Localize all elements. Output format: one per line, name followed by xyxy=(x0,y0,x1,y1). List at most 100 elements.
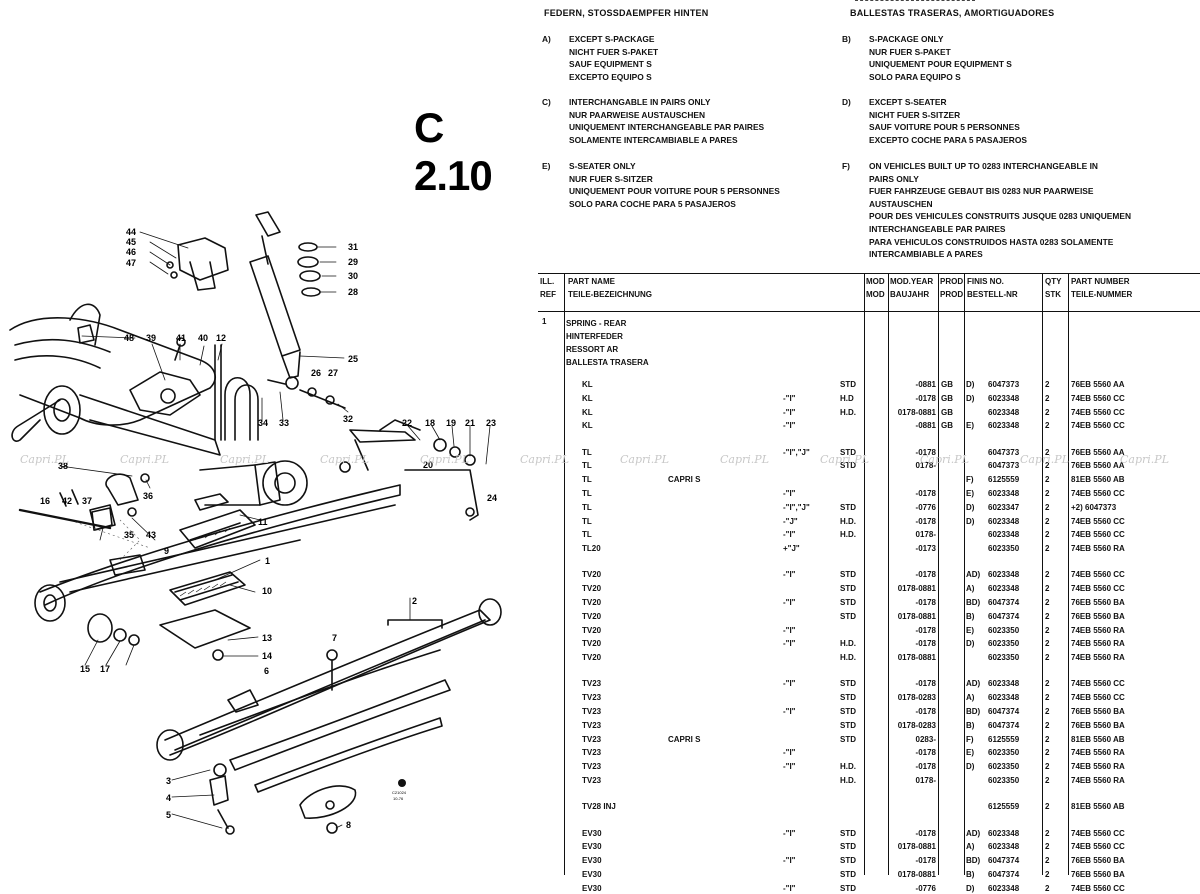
cell-mod-year: -0881 xyxy=(915,380,936,389)
cell-mod: H.D. xyxy=(840,516,856,526)
cell-note: B) xyxy=(966,611,975,621)
cell-finis: 6023348 xyxy=(988,516,1020,526)
cell-note: E) xyxy=(966,748,974,758)
cell-part-number: 74EB 5560 CC xyxy=(1071,679,1125,689)
callout-42: 42 xyxy=(62,496,73,506)
cell-marker: -"I" xyxy=(783,707,796,717)
cell-part-number: 81EB 5560 AB xyxy=(1071,802,1125,812)
cell-mod: STD xyxy=(840,869,856,879)
callout-47: 47 xyxy=(126,258,137,268)
cell-marker: -"I" xyxy=(783,489,796,499)
cell-mod-year: -0178 xyxy=(915,489,936,499)
cell-marker: -"J" xyxy=(783,516,798,526)
cell-model: TV23 xyxy=(582,693,602,703)
note-key: E) xyxy=(542,161,551,171)
callout-44: 44 xyxy=(126,227,137,237)
cell-mod: STD xyxy=(840,611,856,621)
cell-model: KL xyxy=(582,407,593,417)
cell-prod: GB xyxy=(941,421,953,431)
callout-31: 31 xyxy=(348,242,359,252)
col-divider xyxy=(564,273,565,875)
callout-40: 40 xyxy=(198,333,209,343)
cell-mod: STD xyxy=(840,461,856,471)
cell-note: B) xyxy=(966,720,975,730)
cell-model: TL xyxy=(582,475,592,485)
cell-mod-year: -0173 xyxy=(915,544,936,554)
cell-part-number: 74EB 5560 CC xyxy=(1071,516,1125,526)
cell-qty: 2 xyxy=(1045,639,1050,649)
cell-mod-year: -0178 xyxy=(915,516,936,526)
callout-15: 15 xyxy=(80,664,91,674)
cell-marker: -"I" xyxy=(783,828,796,838)
cell-model: TV23 xyxy=(582,720,602,730)
col-divider xyxy=(888,273,889,875)
cell-note: AD) xyxy=(966,679,981,689)
cell-mod-year: -0178 xyxy=(915,679,936,689)
cell-part-number: 74EB 5560 RA xyxy=(1071,544,1125,554)
cell-mod: STD xyxy=(840,598,856,608)
cell-finis: 6023348 xyxy=(988,530,1020,540)
note-line: S-SEATER ONLY xyxy=(569,161,636,171)
cell-finis: 6047373 xyxy=(988,447,1020,457)
cell-finis: 6023348 xyxy=(988,679,1020,689)
cell-part-number: 76EB 5560 BA xyxy=(1071,856,1125,866)
cell-note: D) xyxy=(966,502,975,512)
cell-qty: 2 xyxy=(1045,584,1050,594)
cell-marker: -"I" xyxy=(783,748,796,758)
cell-qty: 2 xyxy=(1045,883,1050,893)
cell-part-number: 74EB 5560 CC xyxy=(1071,842,1125,852)
note-line: EXCEPTO COCHE PARA 5 PASAJEROS xyxy=(869,134,1027,145)
note-line: SAUF VOITURE POUR 5 PERSONNES xyxy=(869,122,1020,133)
cell-finis: 6023348 xyxy=(988,570,1020,580)
cell-mod: H.D. xyxy=(840,653,856,663)
cell-prod: GB xyxy=(941,380,953,389)
note-line: FUER FAHRZEUGE GEBAUT BIS 0283 NUR PAARW… xyxy=(869,186,1094,197)
cell-finis: 6023348 xyxy=(988,407,1020,417)
callout-4: 4 xyxy=(166,793,172,803)
cell-note: D) xyxy=(966,393,975,403)
cell-note: D) xyxy=(966,639,975,649)
cell-model: TL xyxy=(582,502,592,512)
cell-qty: 2 xyxy=(1045,530,1050,540)
cell-model: EV30 xyxy=(582,883,602,893)
cell-qty: 2 xyxy=(1045,828,1050,838)
page-code: C 2.10 xyxy=(414,104,493,199)
cell-part-number: 74EB 5560 CC xyxy=(1071,883,1125,893)
cell-model: KL xyxy=(582,380,593,389)
note-line: EXCEPT S-SEATER xyxy=(869,97,947,107)
cell-note: E) xyxy=(966,489,974,499)
note-line: NUR PAARWEISE AUSTAUSCHEN xyxy=(569,109,706,120)
cell-marker: -"I" xyxy=(783,639,796,649)
cell-note: AD) xyxy=(966,828,981,838)
cell-mod-year: 0283- xyxy=(915,734,936,744)
cell-marker: -"I" xyxy=(783,598,796,608)
callout-12: 12 xyxy=(216,333,227,343)
note-line: NUR FUER S-PAKET xyxy=(869,46,951,57)
callout-7: 7 xyxy=(332,633,338,643)
cell-mod: H.D. xyxy=(840,407,856,417)
callout-18: 18 xyxy=(425,418,436,428)
cell-qty: 2 xyxy=(1045,380,1050,389)
cell-model: TL20 xyxy=(582,544,601,554)
note-line: EXCEPT S-PACKAGE xyxy=(569,34,655,44)
cell-note: BD) xyxy=(966,707,981,717)
note-line: UNIQUEMENT POUR VOITURE POUR 5 PERSONNES xyxy=(569,186,780,197)
callout-17: 17 xyxy=(100,664,111,674)
cell-part-number: 76EB 5560 BA xyxy=(1071,707,1125,717)
callout-45: 45 xyxy=(126,237,137,247)
callout-21: 21 xyxy=(465,418,476,428)
cell-part-number: 74EB 5560 CC xyxy=(1071,489,1125,499)
cell-finis: 6023348 xyxy=(988,883,1020,893)
callout-1: 1 xyxy=(265,556,271,566)
cell-note: BD) xyxy=(966,598,981,608)
cell-marker: +"J" xyxy=(783,544,800,554)
cell-note: E) xyxy=(966,625,974,635)
cell-note: F) xyxy=(966,475,974,485)
drawing-stamp-line-2: 10-76 xyxy=(393,796,404,801)
cell-qty: 2 xyxy=(1045,762,1050,772)
callout-11: 11 xyxy=(258,517,268,527)
